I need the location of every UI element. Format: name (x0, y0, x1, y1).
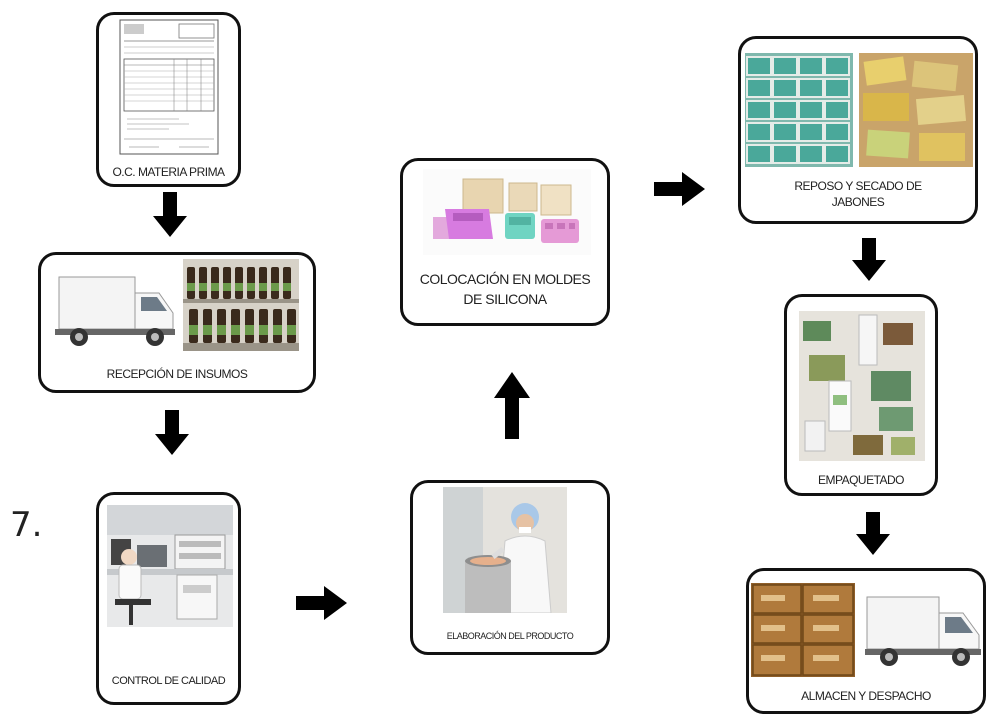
step-control-calidad: CONTROL DE CALIDAD (96, 492, 241, 705)
purchase-order-document-image (119, 19, 219, 155)
step-colocacion-moldes: COLOCACIÓN EN MOLDES DE SILICONA (400, 158, 610, 326)
worker-production-image (443, 487, 567, 613)
step-control-label: CONTROL DE CALIDAD (111, 675, 226, 687)
bottles-shelf-image (183, 259, 299, 351)
step-reposo-label-line1: REPOSO Y SECADO DE (794, 179, 922, 193)
teal-soaps-image (745, 53, 853, 167)
step-elaboracion-label: ELABORACIÓN DEL PRODUCTO (446, 631, 574, 641)
packaged-soaps-image (799, 311, 925, 461)
arrow-down-icon (155, 410, 189, 455)
arrow-right-icon (296, 586, 347, 620)
arrow-down-icon (856, 512, 890, 555)
step-almacen-despacho: ALMACEN Y DESPACHO (746, 568, 986, 714)
step-empaquetado-label: EMPAQUETADO (817, 473, 905, 487)
step-colocacion-label-line1: COLOCACIÓN EN MOLDES (419, 271, 591, 287)
step-oc-materia-prima: O.C. MATERIA PRIMA (96, 12, 241, 187)
arrow-down-icon (852, 238, 886, 281)
step-elaboracion-producto: ELABORACIÓN DEL PRODUCTO (410, 480, 610, 655)
arrow-up-icon (494, 372, 530, 439)
step-empaquetado: EMPAQUETADO (784, 294, 938, 496)
step-oc-label: O.C. MATERIA PRIMA (112, 165, 225, 179)
laboratory-image (107, 505, 233, 627)
arrow-right-icon (654, 172, 705, 206)
step-recepcion-label: RECEPCIÓN DE INSUMOS (106, 367, 248, 381)
delivery-truck-image (55, 267, 177, 353)
step-colocacion-label-line2: DE SILICONA (463, 291, 547, 307)
cardboard-boxes-image (751, 583, 855, 677)
delivery-truck-image (865, 591, 983, 673)
step-reposo-label-line2: JABONES (831, 195, 885, 209)
list-number: 7. (10, 505, 43, 545)
step-almacen-label: ALMACEN Y DESPACHO (801, 689, 931, 703)
yellow-soaps-image (859, 53, 973, 167)
arrow-down-icon (153, 192, 187, 237)
step-reposo-secado: REPOSO Y SECADO DE JABONES (738, 36, 978, 224)
silicone-molds-image (423, 169, 591, 255)
step-recepcion-insumos: RECEPCIÓN DE INSUMOS (38, 252, 316, 393)
